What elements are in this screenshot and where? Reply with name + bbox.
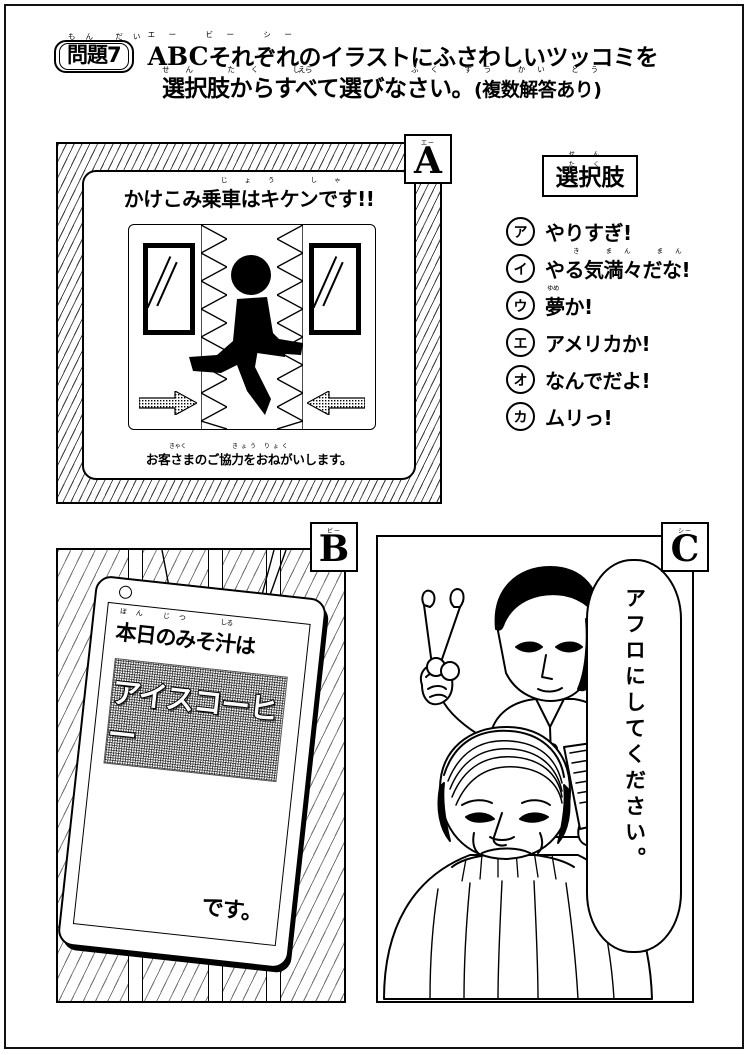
- instruction-line-1: エー ビー シー ABCそれぞれのイラストにふさわしいツッコミを: [147, 30, 659, 73]
- speech-bubble: アフロにしてください。: [586, 559, 682, 953]
- instruction-line-2: せん たく し えら ふく すう かい とう 選択肢からすべて選びなさい。(複数…: [162, 65, 694, 105]
- fukusuu-ruby: ふく すう かい とう: [411, 65, 611, 74]
- menu-board-surface: ほん じつ しる 本日のみそ汁は アイスコーヒー です。: [72, 601, 311, 947]
- choice-ruby-i: き まん まん: [573, 247, 694, 255]
- panel-label-a-ruby: エー: [420, 140, 435, 147]
- menu-highlight-text: アイスコーヒー: [105, 674, 280, 755]
- choices-header: せん たく し 選択肢: [542, 150, 638, 197]
- barber-illustration-icon: [383, 566, 653, 1000]
- sentakushi-ruby: せん たく し: [162, 65, 317, 74]
- choice-text-e: アメリカか!: [545, 328, 651, 357]
- panel-label-a-letter: A: [414, 139, 442, 182]
- choices-block: せん たく し 選択肢 ア やりすぎ! イ き まん まん やる気満々だな! ウ…: [500, 150, 746, 435]
- panel-label-b-ruby: ビー: [326, 528, 341, 535]
- sign-title-ruby: じょう しゃ: [221, 176, 358, 184]
- choice-text-o: なんでだよ!: [545, 365, 651, 394]
- menu-line-1: ほん じつ しる 本日のみそ汁は: [114, 607, 257, 661]
- panel-b: ほん じつ しる 本日のみそ汁は アイスコーヒー です。: [56, 548, 346, 1003]
- choices-header-ruby: せん たく し: [568, 150, 618, 178]
- choice-marker-ka[interactable]: カ: [506, 402, 535, 431]
- choice-list: ア やりすぎ! イ き まん まん やる気満々だな! ウ ゆめ 夢か! エ: [500, 213, 746, 435]
- choice-item-ka[interactable]: カ ムリっ!: [500, 398, 746, 435]
- panel-label-c-letter: C: [670, 527, 700, 570]
- question-number-label: 問題7: [67, 43, 122, 67]
- sign-footer: きゃく きょう りょく お客さまのご協力をおねがいします。: [84, 443, 414, 468]
- choice-label-o: なんでだよ!: [545, 369, 651, 393]
- menu-line-1-text: 本日のみそ汁は: [114, 620, 257, 659]
- panel-label-c: シー C: [661, 522, 709, 572]
- sign-title-text: かけこみ乗車はキケンです!!: [123, 187, 375, 211]
- sign-footer-ruby-1: きゃく: [169, 443, 187, 450]
- menu-highlight-panel: アイスコーヒー: [103, 658, 288, 783]
- instruction-line-1-rest: それぞれのイラストにふさわしいツッコミを: [208, 44, 659, 71]
- instruction-line-2-suffix: (複数解答あり): [474, 79, 602, 101]
- erabi-ruby: えら: [298, 65, 313, 74]
- choice-item-e[interactable]: エ アメリカか!: [500, 324, 746, 361]
- page-border: [4, 4, 744, 1049]
- sign-title: じょう しゃ かけこみ乗車はキケンです!!: [84, 176, 414, 212]
- panel-label-b-letter: B: [318, 527, 350, 570]
- choice-text-u: ゆめ 夢か!: [545, 284, 593, 320]
- choice-label-i: やる気満々だな!: [545, 258, 691, 282]
- menu-line-1-ruby-2: しる: [219, 618, 233, 628]
- panel-a: じょう しゃ かけこみ乗車はキケンです!!: [56, 142, 442, 504]
- abc-ruby: エー ビー シー: [147, 29, 306, 39]
- choice-text-i: き まん まん やる気満々だな!: [545, 247, 691, 283]
- choice-text-a: やりすぎ!: [545, 217, 632, 246]
- choice-label-a: やりすぎ!: [545, 221, 632, 245]
- choices-header-text: 選択肢: [555, 165, 625, 191]
- door-arrows: [129, 391, 375, 417]
- panel-label-c-ruby: シー: [677, 528, 692, 535]
- choice-item-u[interactable]: ウ ゆめ 夢か!: [500, 284, 746, 324]
- sign-footer-ruby-2: きょう りょく: [232, 443, 291, 450]
- train-door-illustration: [128, 224, 376, 430]
- instruction-line-2-main: 選択肢からすべて選びなさい。: [162, 76, 475, 102]
- speech-bubble-text: アフロにしてください。: [622, 587, 647, 873]
- choice-marker-u[interactable]: ウ: [506, 291, 535, 320]
- choice-label-u: 夢か!: [545, 295, 593, 319]
- question-header: もん だい 問題7 エー ビー シー ABCそれぞれのイラストにふさわしいツッコ…: [54, 30, 694, 105]
- menu-board: ほん じつ しる 本日のみそ汁は アイスコーヒー です。: [56, 574, 328, 970]
- door-zigzag-right-icon: [277, 225, 303, 429]
- choice-marker-o[interactable]: オ: [506, 365, 535, 394]
- question-number-ruby: もん だい: [68, 32, 151, 41]
- choice-marker-i[interactable]: イ: [506, 254, 535, 283]
- choice-label-ka: ムリっ!: [545, 406, 613, 430]
- choice-item-o[interactable]: オ なんでだよ!: [500, 361, 746, 398]
- sign-footer-text: お客さまのご協力をおねがいします。: [145, 452, 353, 467]
- arrow-right-icon: [139, 391, 197, 415]
- door-zigzag-left-icon: [201, 225, 227, 429]
- choice-marker-a[interactable]: ア: [506, 217, 535, 246]
- panel-label-b: ビー B: [310, 522, 358, 572]
- choice-text-ka: ムリっ!: [545, 402, 613, 431]
- menu-line-3: です。: [200, 894, 264, 927]
- running-person-pictogram-icon: [189, 255, 303, 415]
- door-window-left-icon: [143, 243, 195, 335]
- question-number-box: もん だい 問題7: [54, 32, 140, 73]
- choice-marker-e[interactable]: エ: [506, 328, 535, 357]
- train-door-safety-sign: じょう しゃ かけこみ乗車はキケンです!!: [82, 170, 416, 480]
- choice-label-e: アメリカか!: [545, 332, 651, 356]
- choice-ruby-u: ゆめ: [547, 284, 560, 292]
- door-window-right-icon: [309, 243, 361, 335]
- choice-item-i[interactable]: イ き まん まん やる気満々だな!: [500, 247, 746, 287]
- abc-letters: ABC: [147, 41, 209, 71]
- choice-item-a[interactable]: ア やりすぎ!: [500, 213, 746, 250]
- arrow-left-icon: [307, 391, 365, 415]
- panel-label-a: エー A: [404, 134, 452, 184]
- panel-c: アフロにしてください。: [376, 535, 694, 1003]
